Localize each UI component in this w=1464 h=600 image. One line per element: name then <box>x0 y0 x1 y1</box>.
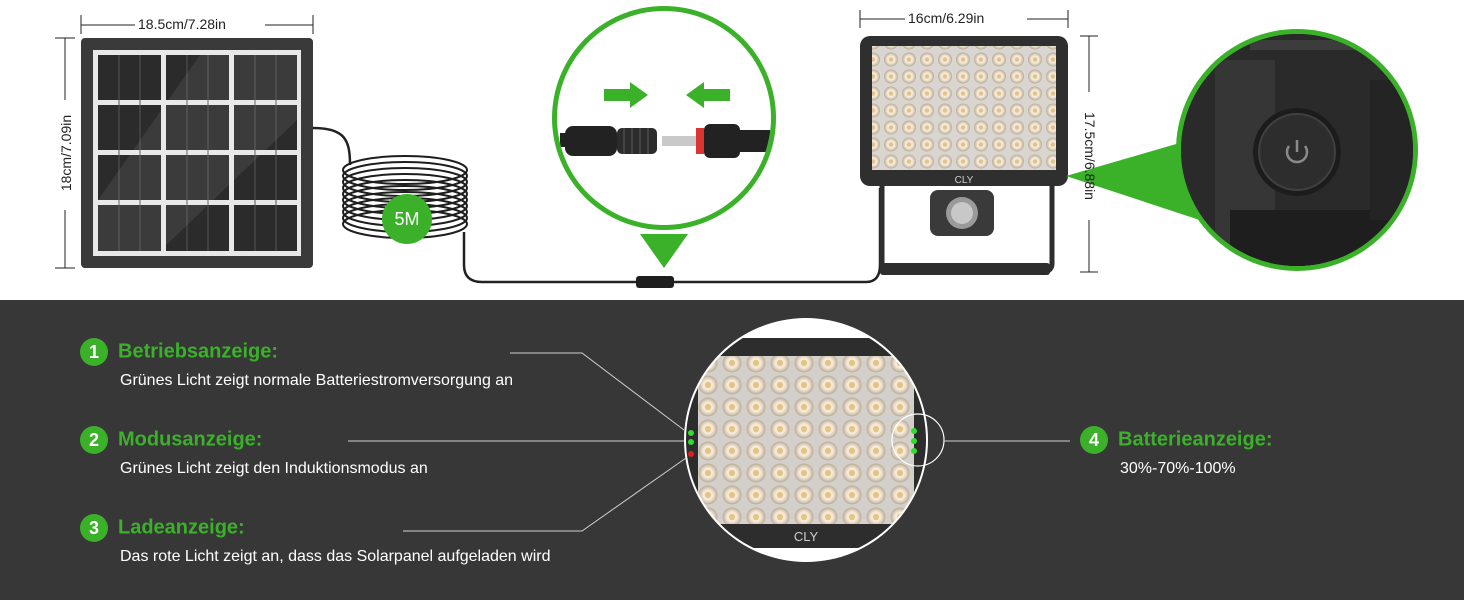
leader-lines <box>348 352 1070 532</box>
indicator-1-description: Grünes Licht zeigt normale Batteriestrom… <box>120 372 514 389</box>
solar-panel <box>81 38 313 268</box>
indicator-4-number: 4 <box>1080 426 1108 454</box>
lamp-dimension-lines <box>859 10 1098 273</box>
flood-light <box>860 36 1068 275</box>
mode-led-green <box>688 439 694 445</box>
arrow-left-icon <box>686 82 730 108</box>
indicator-3-number: 3 <box>80 514 108 542</box>
lamp-brand-small: CLY <box>955 175 974 186</box>
battery-highlight-circle <box>891 413 945 467</box>
cable-length-badge: 5M <box>382 194 432 244</box>
power-led-green <box>688 430 694 436</box>
panel-dimension-lines <box>55 15 314 269</box>
lamp-width-label: 16cm/6.29in <box>908 10 985 26</box>
indicator-3-title: Ladeanzeige: <box>118 516 245 539</box>
lamp-zoom: CLY <box>684 318 945 562</box>
connector-small <box>636 276 674 288</box>
connector-zoom <box>552 6 776 268</box>
lamp-brand-large: CLY <box>794 529 819 544</box>
battery-led-2 <box>911 438 917 444</box>
indicator-1-title: Betriebsanzeige: <box>118 340 279 363</box>
indicator-2-description: Grünes Licht zeigt den Induktionsmodus a… <box>120 460 428 477</box>
indicator-2: 2 Modusanzeige: Grünes Licht zeigt den In… <box>80 426 428 478</box>
indicator-2-number: 2 <box>80 426 108 454</box>
lamp-height-label: 17.5cm/6.88in <box>1082 112 1098 200</box>
indicator-2-title: Modusanzeige: <box>118 428 263 451</box>
indicator-3-description: Das rote Licht zeigt an, dass das Solarp… <box>120 548 551 565</box>
battery-led-3 <box>911 448 917 454</box>
indicator-1: 1 Betriebsanzeige: Grünes Licht zeigt nor… <box>80 338 513 390</box>
panel-width-label: 18.5cm/7.28in <box>138 16 226 32</box>
indicator-4: 4 Batterieanzeige: 30%-70%-100% <box>1080 426 1273 478</box>
charge-led-red <box>688 451 694 457</box>
indicator-4-title: Batterieanzeige: <box>1118 428 1273 451</box>
indicator-4-description: 30%-70%-100% <box>1120 460 1236 477</box>
indicator-1-number: 1 <box>80 338 108 366</box>
arrow-right-icon <box>604 82 648 108</box>
battery-led-1 <box>911 428 917 434</box>
panel-height-label: 18cm/7.09in <box>58 114 74 192</box>
power-icon <box>1285 145 1309 164</box>
button-zoom <box>1066 29 1418 271</box>
indicator-3: 3 Ladeanzeige: Das rote Licht zeigt an, d… <box>80 514 550 566</box>
